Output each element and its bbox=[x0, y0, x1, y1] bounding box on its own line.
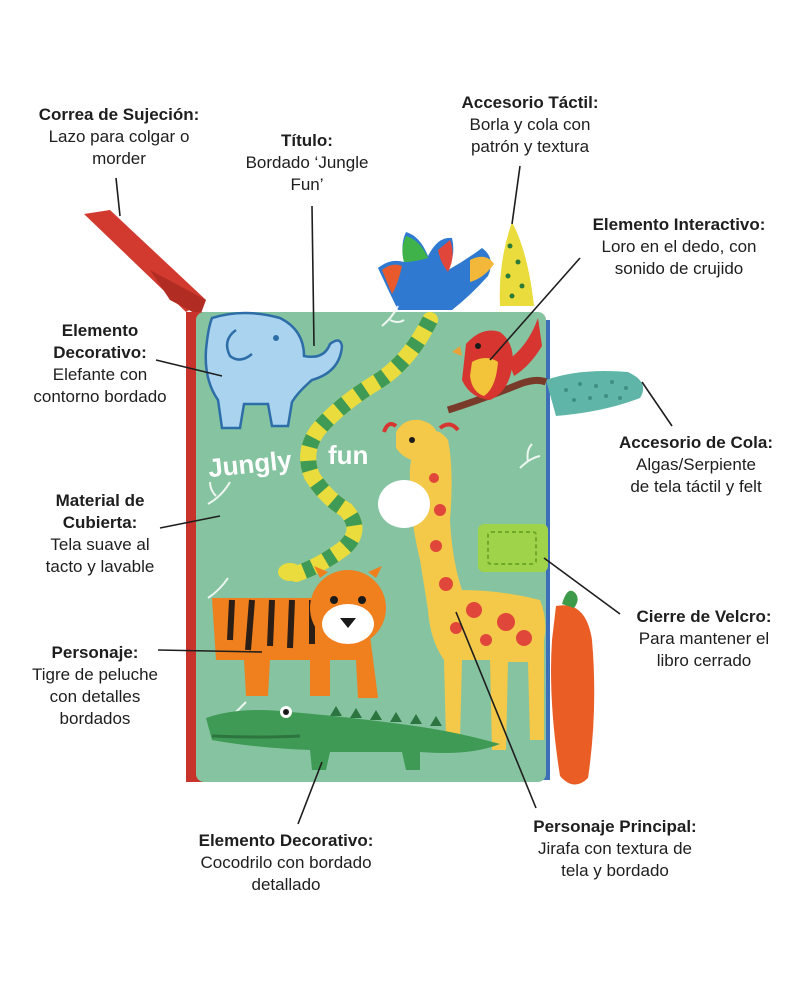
callout-croc-desc: Cocodrilo con bordado detallado bbox=[200, 853, 372, 894]
callout-giraffe: Personaje Principal: Jirafa con textura … bbox=[500, 816, 730, 882]
callout-cover-title: Material de Cubierta: bbox=[55, 491, 145, 532]
callout-tail-title: Accesorio de Cola: bbox=[619, 433, 773, 452]
hanging-strap bbox=[84, 210, 206, 316]
callout-strap-desc: Lazo para colgar o morder bbox=[48, 127, 190, 168]
callout-title: Título: Bordado ‘Jungle Fun’ bbox=[212, 130, 402, 196]
snake-figure bbox=[278, 312, 438, 582]
orange-carrot-accessory bbox=[551, 590, 595, 785]
callout-tactile-desc: Borla y cola con patrón y textura bbox=[469, 115, 591, 156]
velcro-closure bbox=[478, 524, 548, 572]
crocodile-figure bbox=[206, 706, 500, 770]
giraffe-figure bbox=[378, 419, 546, 750]
elephant-figure bbox=[204, 311, 344, 430]
callout-croc-title: Elemento Decorativo: bbox=[198, 831, 374, 850]
callout-interactive-title: Elemento Interactivo: bbox=[592, 215, 766, 234]
callout-cover-desc: Tela suave al tacto y lavable bbox=[45, 535, 155, 576]
leaf-tail-accessory bbox=[499, 222, 534, 306]
callout-elephant-desc: Elefante con contorno bordado bbox=[33, 365, 167, 406]
callout-cover: Material de Cubierta: Tela suave al tact… bbox=[20, 490, 180, 578]
callout-tail-desc: Algas/Serpiente de tela táctil y felt bbox=[630, 455, 762, 496]
callout-interactive: Elemento Interactivo: Loro en el dedo, c… bbox=[562, 214, 796, 280]
callout-giraffe-desc: Jirafa con textura de tela y bordado bbox=[537, 839, 693, 880]
tiger-figure bbox=[212, 566, 386, 698]
background-leaves bbox=[207, 305, 541, 719]
callout-leader-lines bbox=[115, 165, 673, 825]
callout-interactive-desc: Loro en el dedo, con sonido de crujido bbox=[601, 237, 757, 278]
callout-tail: Accesorio de Cola: Algas/Serpiente de te… bbox=[596, 432, 796, 498]
book-title-fun: fun bbox=[328, 440, 368, 470]
tassel-accessory bbox=[378, 232, 494, 310]
callout-tiger-desc: Tigre de peluche con detalles bordados bbox=[31, 665, 158, 728]
callout-strap-title: Correa de Sujeción: bbox=[38, 105, 200, 124]
callout-croc: Elemento Decorativo: Cocodrilo con borda… bbox=[166, 830, 406, 896]
callout-elephant: Elemento Decorativo: Elefante con contor… bbox=[20, 320, 180, 408]
callout-tactile-title: Accesorio Táctil: bbox=[461, 93, 599, 112]
callout-strap: Correa de Sujeción: Lazo para colgar o m… bbox=[4, 104, 234, 170]
callout-velcro: Cierre de Velcro: Para mantener el libro… bbox=[614, 606, 794, 672]
callout-velcro-title: Cierre de Velcro: bbox=[636, 607, 772, 626]
callout-velcro-desc: Para mantener el libro cerrado bbox=[638, 629, 770, 670]
callout-title-title: Título: bbox=[281, 131, 333, 150]
textured-tail-accessory bbox=[546, 371, 644, 416]
callout-tactile: Accesorio Táctil: Borla y cola con patró… bbox=[420, 92, 640, 158]
callout-title-desc: Bordado ‘Jungle Fun’ bbox=[245, 153, 369, 194]
callout-tiger-title: Personaje: bbox=[51, 643, 139, 662]
callout-tiger: Personaje: Tigre de peluche con detalles… bbox=[10, 642, 180, 730]
callout-elephant-title: Elemento Decorativo: bbox=[53, 321, 147, 362]
callout-giraffe-title: Personaje Principal: bbox=[533, 817, 697, 836]
